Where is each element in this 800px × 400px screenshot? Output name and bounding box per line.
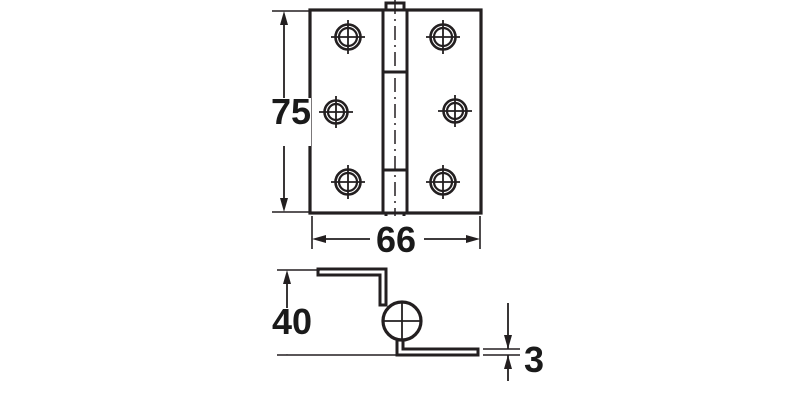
dimension-66-group: 66 — [311, 216, 481, 262]
dimension-40-group: 40 — [269, 269, 400, 356]
screw-hole-mid-left — [319, 96, 353, 128]
arrowhead-66-right-icon — [466, 235, 480, 243]
dimension-3-group: 3 — [483, 303, 544, 381]
screw-hole-mid-right — [438, 95, 472, 127]
arrowhead-75-up-icon — [280, 11, 288, 25]
dimension-label-3: 3 — [524, 339, 544, 380]
arrowhead-3-up-icon — [504, 355, 512, 369]
screw-hole-bottom-left — [331, 165, 365, 199]
arrowhead-66-left-icon — [312, 235, 326, 243]
front-view-group — [308, 0, 483, 226]
side-view-group — [316, 267, 480, 357]
lower-leaf-profile — [395, 336, 480, 357]
dimension-label-40: 40 — [272, 301, 312, 342]
screw-hole-top-left — [331, 20, 365, 54]
dimension-label-66: 66 — [376, 219, 416, 260]
dimension-label-75: 75 — [271, 91, 311, 132]
arrowhead-75-down-icon — [280, 198, 288, 212]
screw-hole-bottom-right — [426, 165, 460, 199]
arrowhead-3-down-icon — [504, 335, 512, 349]
dim-75-label-backdrop — [267, 98, 311, 146]
screw-hole-top-right — [426, 20, 460, 54]
arrowhead-40-up-icon — [283, 270, 291, 284]
dim-40-label-backdrop — [269, 308, 315, 354]
dim-66-label-backdrop — [370, 216, 424, 262]
upper-leaf-profile — [316, 267, 388, 307]
dimension-75-group: 75 — [267, 10, 311, 213]
